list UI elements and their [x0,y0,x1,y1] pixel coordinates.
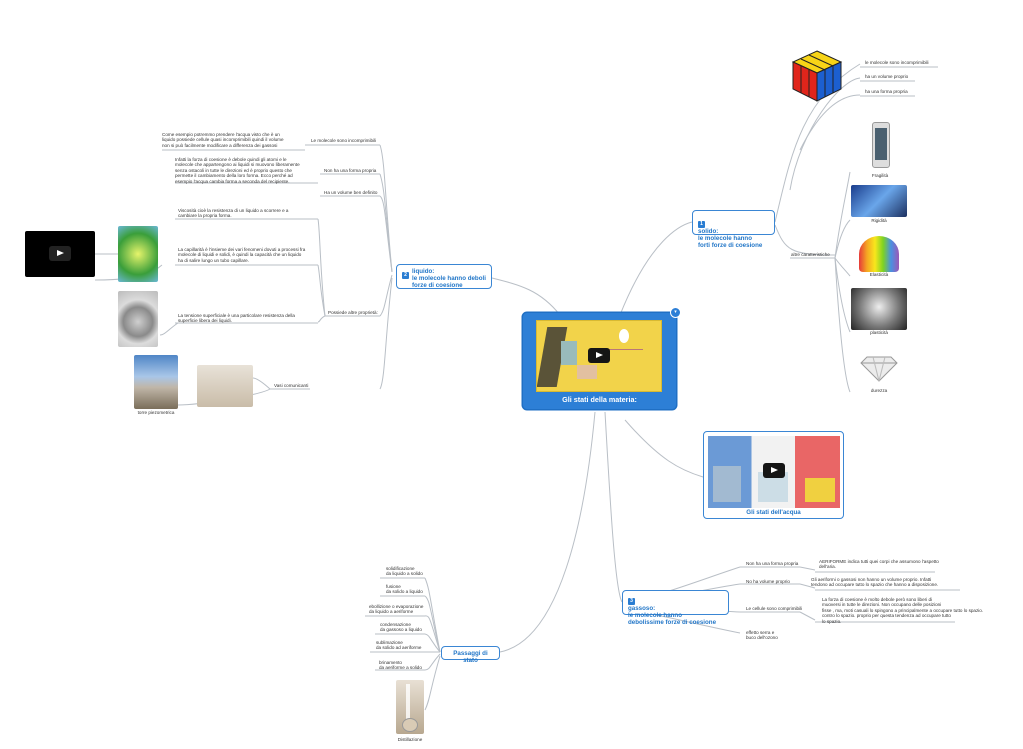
caption-rigidita: Rigidità [871,218,887,223]
communicating-vessels-image [197,365,253,407]
gassoso-branch-forma: Non ha una forma propria [746,561,799,566]
caption-elasticita: Elasticità [869,272,889,277]
acqua-caption: Gli stati dell'acqua [746,509,801,516]
gassoso-branch-effetto-serra: effetto serra e buco dell'ozono [746,630,778,641]
tower-image [134,355,178,409]
liquido-video-thumbnail[interactable] [25,231,95,277]
acqua-video-card[interactable]: Gli stati dell'acqua [703,431,844,519]
caption-durezza: durezza [870,388,888,393]
solido-altre-label: altre caratteristiche [791,252,830,257]
passaggio-solidificazione: solidificazione da liquido a solido [386,566,423,577]
liquido-play-icon[interactable] [49,246,71,261]
slinky-image [851,228,907,280]
gassoso-note-coesione: La forza di coesione è molto debole però… [822,597,984,624]
smartphone-image [853,118,907,170]
passaggio-fusione: fusione da solido a liquido [386,584,423,595]
coin-water-image [118,291,158,347]
liquido-note-tensione: La tensione superficiale è una particola… [178,313,295,324]
topic-gassoso-title: gassoso: le molecole hanno debolissime f… [628,605,717,626]
passaggio-condensazione: condensazione da gassoso a liquido [380,622,422,633]
central-play-icon[interactable] [588,348,610,363]
liquido-branch-volume: Ha un volume ben definito [324,190,378,195]
rubik-cube-image [790,48,844,104]
liquido-note-capillarita: La capillarità è l'insieme dei vari feno… [178,247,306,263]
liquido-note-coesione: Infatti la forza di coesione è debole qu… [175,157,300,184]
liquido-branch-proprieta: Possiede altre proprietà: [328,310,378,315]
diamond-image [851,345,907,385]
liquido-note-acqua: Come esempio potremmo prendere l'acqua v… [162,132,284,148]
acqua-play-icon[interactable] [763,463,785,478]
liquido-branch-incomprimibili: Le molecole sono incomprimibili [311,138,377,143]
passaggio-brinamento: brinamento da aeriforme a solido [379,660,422,671]
pottery-image [851,288,907,330]
gassoso-branch-volume: No ha volume proprio [746,579,790,584]
central-title: Gli stati della materia: [562,395,637,404]
caption-distillazione: Distillazione [397,737,423,742]
caption-torre: torre piezometrica [137,410,175,415]
crystals-image [851,185,907,217]
solido-fact-3: ha una forma propria [865,89,908,94]
caption-plasticita: plasticità [870,330,888,335]
liquido-branch-forma: Non ha una forma propria [324,168,377,173]
topic-passaggi-title: Passaggi di stato [453,650,488,664]
liquido-branch-vasi: Vasi comunicanti [274,383,309,388]
distillation-image [396,680,424,734]
solido-fact-1: le molecole sono incomprimibili [865,60,929,65]
solido-fact-2: ha un volume proprio [865,74,909,79]
collapse-badge-icon[interactable]: ▾ [670,307,681,318]
caption-fragilita: Fragilità [871,173,889,178]
central-topic[interactable]: Gli stati della materia: ▾ [523,307,681,409]
passaggio-sublimazione: sublimazione da solido ad aeriforme [376,640,422,651]
topic-number-badge: 1 [698,221,705,228]
topic-number-badge: 2 [402,272,409,279]
topic-number-badge: 3 [628,598,635,605]
topic-solido-title: solido: le molecole hanno forti forze di… [698,228,763,249]
passaggio-ebollizione: ebollizione o evaporazione da liquido a … [369,604,424,615]
topic-gassoso[interactable]: 3gassoso: le molecole hanno debolissime … [622,590,729,626]
gassoso-note-volume: Gli aeriformi o gassosi non hanno un vol… [811,577,939,588]
capillarity-image [118,226,158,282]
liquido-note-viscosita: Viscosità cioè la resistenza di un liqui… [178,208,289,219]
topic-liquido-title: liquido: le molecole hanno deboli forze … [412,268,486,289]
topic-solido[interactable]: 1solido: le molecole hanno forti forze d… [692,210,775,249]
gassoso-branch-comprimibili: Le cellule sono comprimibili [746,606,803,611]
topic-passaggi[interactable]: Passaggi di stato [441,646,500,664]
gassoso-note-aeriforme: AERIFORME indica tutti quei corpi che as… [819,559,939,570]
